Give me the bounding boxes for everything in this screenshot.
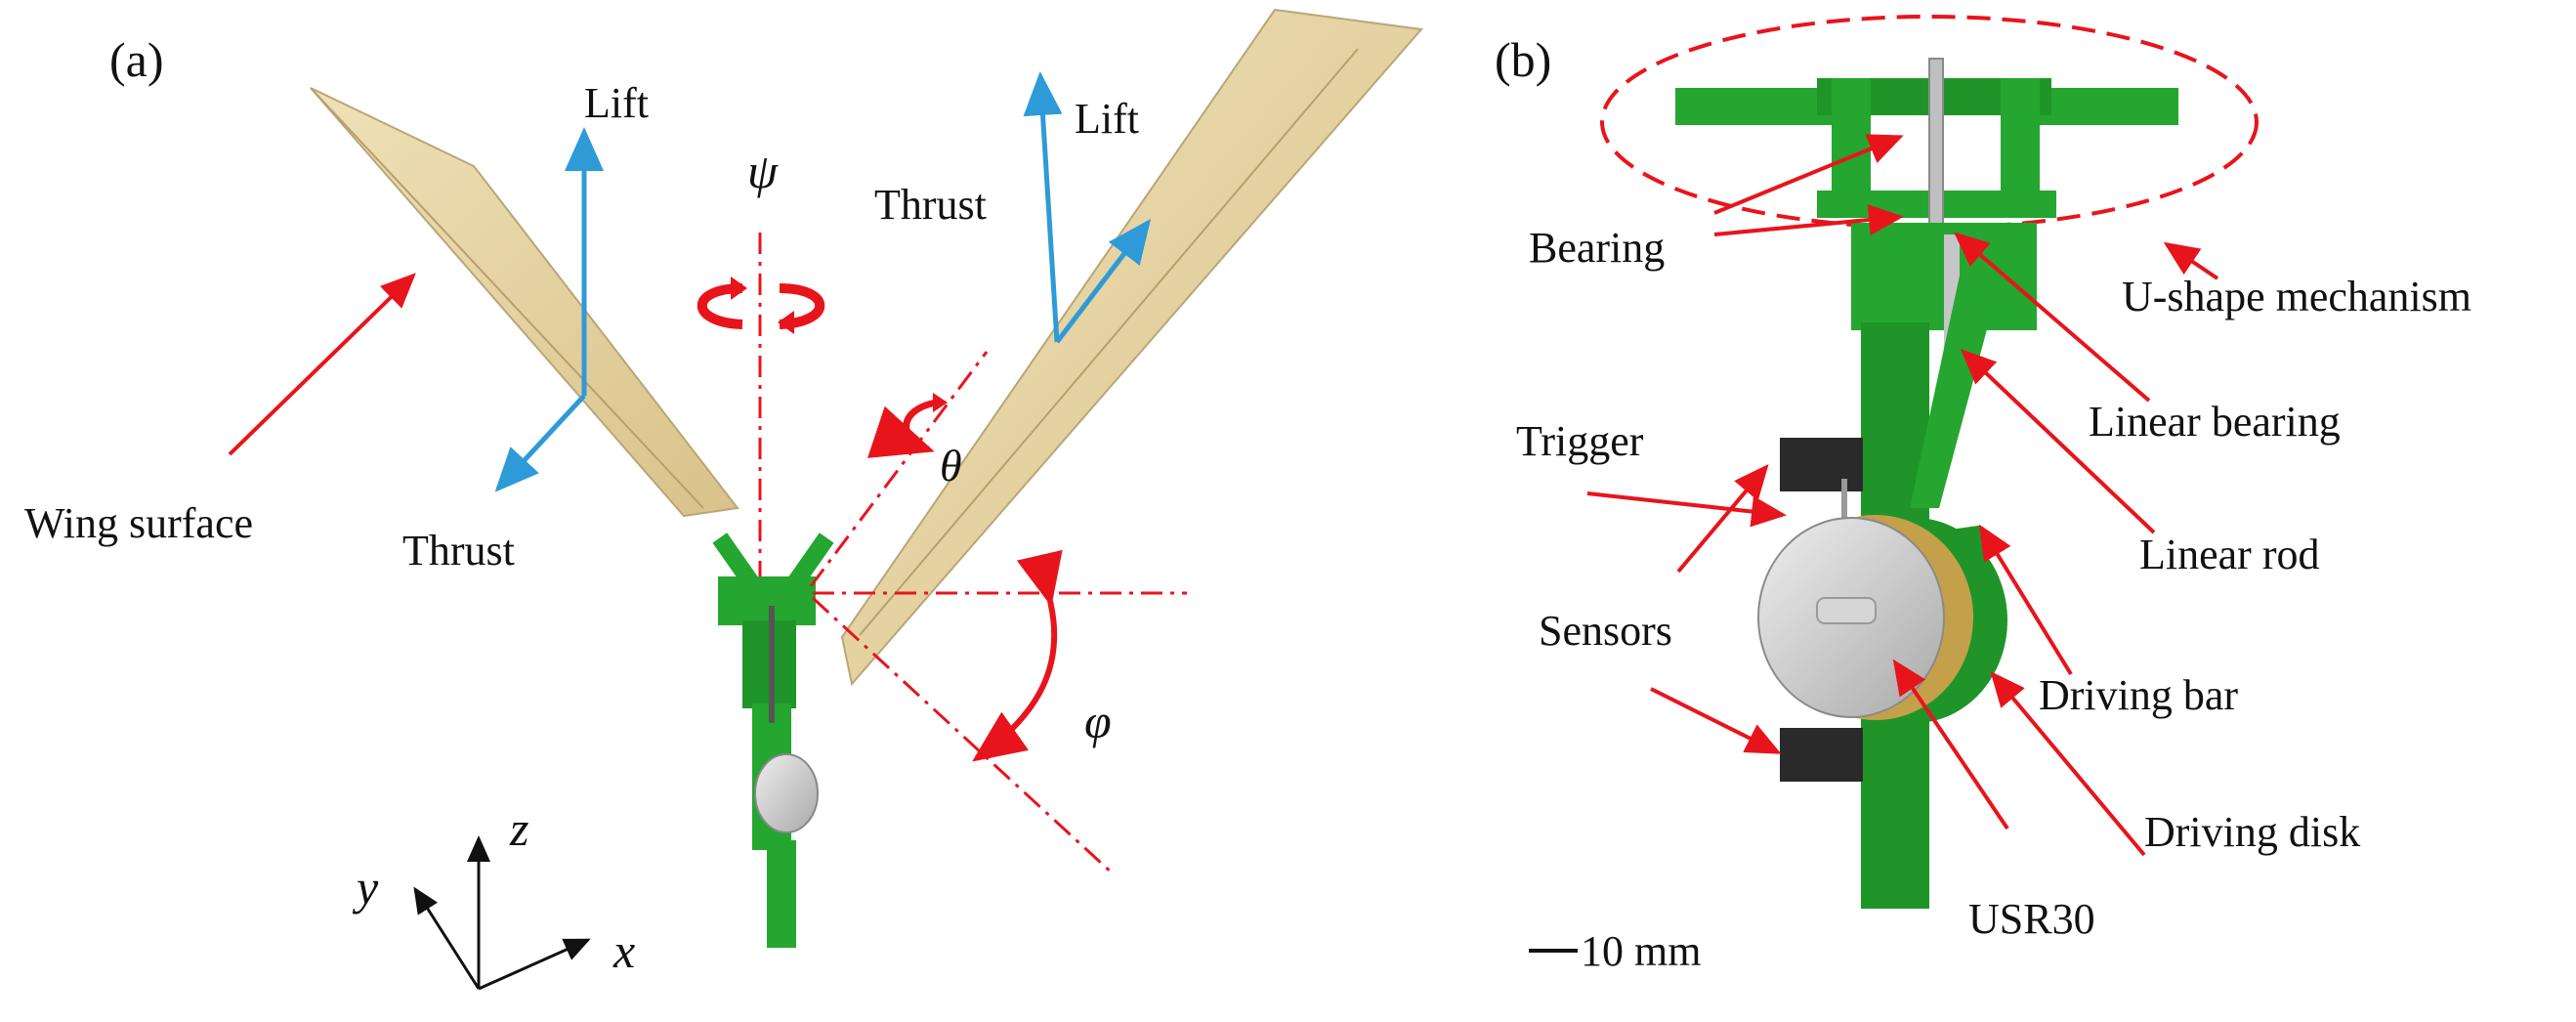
- sensors-label: Sensors: [1539, 607, 1672, 655]
- axis-x-label: x: [612, 923, 635, 978]
- sensors-pointer: [1650, 687, 1782, 754]
- mechanism-small: [712, 532, 834, 948]
- wing-surface-pointer: [228, 273, 416, 456]
- panel-a-tag: (a): [109, 32, 164, 87]
- phi-angle-arc: [972, 549, 1063, 762]
- panel-a: (a) ψ θ: [24, 8, 1423, 991]
- stroke-angle-line: [811, 596, 1116, 876]
- usr30-label: USR30: [1968, 895, 2095, 943]
- right-thrust-label: Thrust: [874, 181, 987, 229]
- coordinate-axes: [413, 835, 591, 991]
- driving-bar-label: Driving bar: [2039, 671, 2238, 719]
- psi-rotation-icon: [697, 283, 825, 329]
- bearing-label: Bearing: [1529, 224, 1665, 272]
- left-thrust-arrow: [494, 394, 586, 492]
- driving-disk-label: Driving disk: [2144, 808, 2360, 856]
- linear-rod-label: Linear rod: [2139, 531, 2319, 578]
- theta-label: θ: [940, 441, 962, 490]
- linear-bearing-label: Linear bearing: [2089, 398, 2341, 446]
- theta-rotation-icon: [867, 399, 937, 458]
- left-thrust-label: Thrust: [402, 527, 515, 575]
- wing-surface-label: Wing surface: [24, 499, 253, 547]
- bearing-pointer-lower: [1713, 204, 1904, 236]
- right-lift-label: Lift: [1075, 95, 1139, 143]
- bearing-pointer-upper: [1713, 134, 1904, 215]
- driving-bar-pointer: [1978, 524, 2073, 676]
- linear-rod-pointer: [1961, 349, 2156, 534]
- scale-label: 10 mm: [1581, 927, 1701, 975]
- usr30-pointer: [1892, 659, 2009, 830]
- left-wing-surface: [310, 87, 739, 518]
- phi-label: φ: [1084, 694, 1112, 748]
- u-shape-label: U-shape mechanism: [2122, 273, 2471, 320]
- driving-disk-pointer: [1990, 670, 2146, 857]
- left-lift-label: Lift: [584, 79, 649, 127]
- axis-z-label: z: [509, 801, 528, 856]
- right-wing-vein: [859, 48, 1359, 636]
- pitch-axis-line: [809, 351, 989, 587]
- psi-label: ψ: [747, 144, 779, 198]
- axis-y-label: y: [352, 860, 379, 915]
- u-shape-pointer: [2163, 241, 2219, 280]
- panel-b-tag: (b): [1495, 32, 1551, 87]
- panel-b: (b): [1495, 15, 2471, 975]
- right-thrust-arrow: [1055, 219, 1152, 344]
- trigger-pointer-lower: [1586, 491, 1787, 528]
- trigger-pointer-upper: [1676, 463, 1769, 574]
- linear-bearing-pointer: [1953, 232, 2151, 403]
- left-wing-vein: [310, 87, 704, 509]
- trigger-label: Trigger: [1516, 417, 1644, 465]
- right-wing-surface: [840, 8, 1423, 687]
- right-lift-arrow: [1023, 71, 1063, 343]
